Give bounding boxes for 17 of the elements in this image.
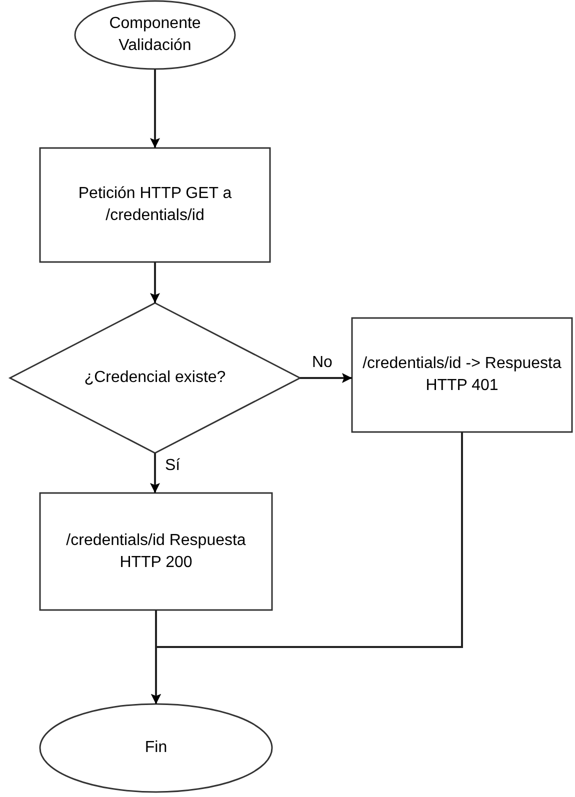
decision-diamond (8, 302, 302, 454)
process-box (351, 317, 573, 433)
arrow (150, 262, 160, 303)
node-text: Petición HTTP GET a /credentials/id (77, 184, 233, 226)
arrow (300, 373, 352, 383)
arrow (151, 432, 463, 704)
arrow (150, 69, 160, 148)
node-text: /credentials/id Respuesta HTTP 200 (65, 530, 247, 572)
node-text: Componente Validación (108, 14, 202, 56)
node-text: Fin (144, 738, 168, 758)
node-text: /credentials/id -> Respuesta HTTP 401 (362, 354, 562, 396)
start-ellipse (74, 0, 236, 70)
arrow (150, 453, 160, 493)
process-box (39, 492, 273, 611)
process-box (39, 147, 271, 263)
node-text: ¿Credencial existe? (84, 368, 226, 388)
end-ellipse (39, 703, 273, 793)
